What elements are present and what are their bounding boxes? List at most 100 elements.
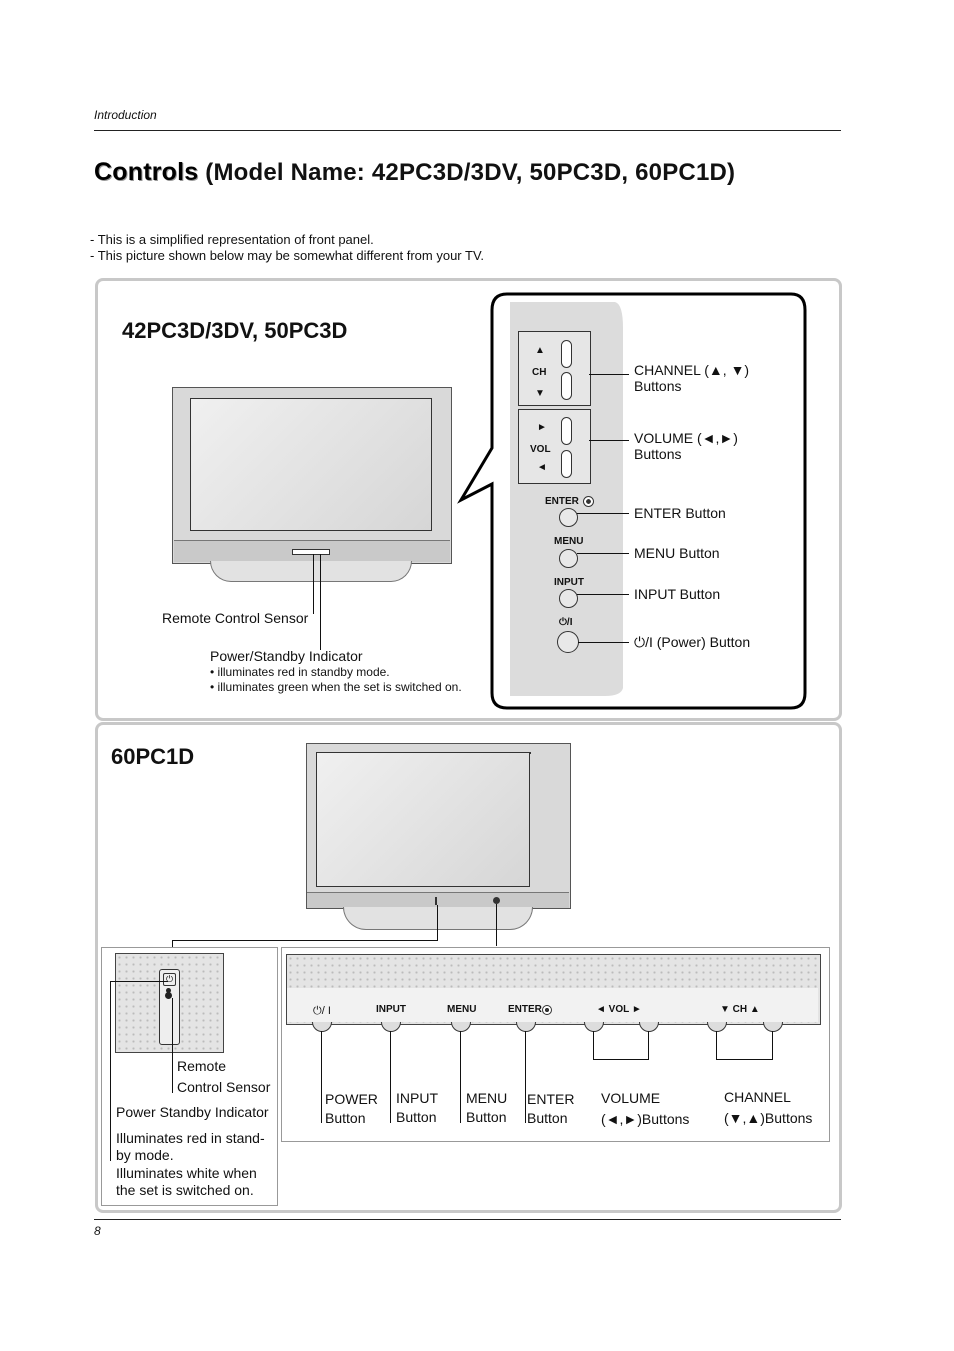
notes: - This is a simplified representation of… xyxy=(90,232,484,264)
note-1: - This is a simplified representation of… xyxy=(90,232,374,247)
title-main: Controls xyxy=(94,158,199,186)
power-leader xyxy=(578,642,629,643)
power-standby-label: Power Standby Indicator xyxy=(116,1104,269,1120)
left-arrow-icon: ◄ xyxy=(537,462,547,473)
standby-note-2: by mode. xyxy=(116,1147,174,1163)
vol-cap: VOL xyxy=(530,444,551,455)
strip-vol-cap: ◄ VOL ► xyxy=(596,1004,642,1015)
menu-button-leader xyxy=(460,1031,461,1123)
volume-button-label: VOLUME (◄,►)Buttons xyxy=(601,1090,689,1127)
footer-rule xyxy=(94,1219,841,1220)
tv-b-control-dot xyxy=(493,897,500,904)
down-arrow-icon: ▼ xyxy=(535,388,545,399)
model-name-a: 42PC3D/3DV, 50PC3D xyxy=(122,318,348,343)
title-sub: (Model Name: 42PC3D/3DV, 50PC3D, 60PC1D) xyxy=(205,159,736,186)
tv-screen-b xyxy=(316,752,530,887)
strip-menu-cap: MENU xyxy=(447,1004,477,1015)
menu-button-label-2: Button xyxy=(466,1109,507,1125)
indicator-note-2: • illuminates green when the set is swit… xyxy=(210,680,462,694)
menu-button[interactable] xyxy=(559,549,578,568)
note-2: - This picture shown below may be somewh… xyxy=(90,248,485,263)
power-button-label-1: POWER xyxy=(325,1091,378,1107)
input-button[interactable] xyxy=(559,589,578,608)
enter-cap: ENTER xyxy=(545,496,579,507)
power-button-leader xyxy=(321,1031,322,1123)
ch-down-button[interactable] xyxy=(561,372,572,400)
channel-button-label-1: CHANNEL xyxy=(724,1089,791,1105)
right-arrow-icon: ► xyxy=(537,422,547,433)
enter-button[interactable] xyxy=(559,508,578,527)
sensor-line xyxy=(313,554,314,614)
ch-leader-join xyxy=(716,1059,773,1060)
tv-b-indicator xyxy=(435,897,437,905)
volume-button-label-1: VOLUME xyxy=(601,1090,661,1106)
volume-callout-line2: Buttons xyxy=(634,446,682,462)
remote-label-2: Control Sensor xyxy=(177,1079,271,1095)
sensor-strip xyxy=(159,969,180,1045)
vol-up-button[interactable] xyxy=(561,417,572,445)
section-label: Introduction xyxy=(94,108,157,122)
up-arrow-icon: ▲ xyxy=(535,345,545,356)
input-button-label-1: INPUT xyxy=(396,1090,438,1106)
power-cap: ⏻/I xyxy=(559,617,573,628)
strip-enter-indicator-icon xyxy=(542,1005,552,1015)
strip-power-cap: ⏻/ I xyxy=(313,1005,331,1017)
page-number: 8 xyxy=(94,1224,101,1238)
sensor-detail-box xyxy=(101,947,278,1206)
ch-leader xyxy=(589,374,629,375)
remote-sensor-eye xyxy=(165,992,172,999)
page-title: Controls (Model Name: 42PC3D/3DV, 50PC3D… xyxy=(94,158,735,187)
volume-callout-line1: VOLUME (◄,►) xyxy=(634,430,738,446)
tv-b-left-drop xyxy=(172,940,173,948)
ch-button-group xyxy=(518,331,591,406)
power-button-label-2: Button xyxy=(325,1110,366,1126)
sensor-leader-v xyxy=(172,998,173,1093)
enter-button-label: ENTER Button xyxy=(527,1091,574,1126)
vol-down-button[interactable] xyxy=(561,450,572,478)
tv-b-indicator-leader xyxy=(437,905,438,940)
volume-callout: VOLUME (◄,►) Buttons xyxy=(634,430,738,462)
standby-note-1: Illuminates red in stand- xyxy=(116,1130,265,1146)
power-button[interactable] xyxy=(557,631,579,653)
sensor-window xyxy=(292,549,330,555)
ch-up-button[interactable] xyxy=(561,340,572,368)
power-icon: ⏻ xyxy=(163,973,176,986)
menu-callout: MENU Button xyxy=(634,545,720,561)
ch-leader-right xyxy=(772,1031,773,1059)
vol-leader-join xyxy=(593,1059,649,1060)
model-name-b: 60PC1D xyxy=(111,744,195,769)
input-button-label: INPUT Button xyxy=(396,1090,438,1125)
indicator-leader-h xyxy=(110,981,168,982)
button-strip-box xyxy=(281,947,830,1142)
enter-button-label-1: ENTER xyxy=(527,1091,575,1107)
input-leader xyxy=(577,594,629,595)
indicator-leader-v xyxy=(110,981,111,1161)
tv-bezel-bottom-b xyxy=(307,892,569,908)
menu-button-label-1: MENU xyxy=(466,1090,508,1106)
input-button-label-2: Button xyxy=(396,1109,437,1125)
menu-cap: MENU xyxy=(554,536,584,547)
remote-sensor-label: Remote Control Sensor xyxy=(162,610,309,626)
strip-input-cap: INPUT xyxy=(376,1004,406,1015)
remote-label-1: Remote xyxy=(177,1058,227,1074)
enter-button-label-2: Button xyxy=(527,1110,568,1126)
strip-enter-cap: ENTER xyxy=(508,1004,542,1015)
vol-button-group xyxy=(518,409,591,484)
input-callout: INPUT Button xyxy=(634,586,721,602)
channel-callout-line1: CHANNEL (▲, ▼) xyxy=(634,362,750,378)
header-rule xyxy=(94,130,841,131)
standby-note-3: Illuminates white when xyxy=(116,1165,257,1181)
enter-button-leader xyxy=(525,1031,526,1123)
menu-button-label: MENU Button xyxy=(466,1090,507,1125)
channel-button-label-2: (▼,▲)Buttons xyxy=(724,1110,813,1126)
power-callout: ⏻/I (Power) Button xyxy=(634,634,751,650)
tv-screen-a xyxy=(190,398,432,531)
ch-cap: CH xyxy=(532,367,547,378)
indicator-note-1: • illuminates red in standby mode. xyxy=(210,665,390,679)
tv-stand-a xyxy=(210,561,412,582)
enter-callout: ENTER Button xyxy=(634,505,726,521)
channel-button-label: CHANNEL (▼,▲)Buttons xyxy=(724,1089,812,1126)
tv-stand-b xyxy=(343,907,533,930)
indicator-line xyxy=(320,554,321,650)
vol-leader-right xyxy=(648,1031,649,1059)
